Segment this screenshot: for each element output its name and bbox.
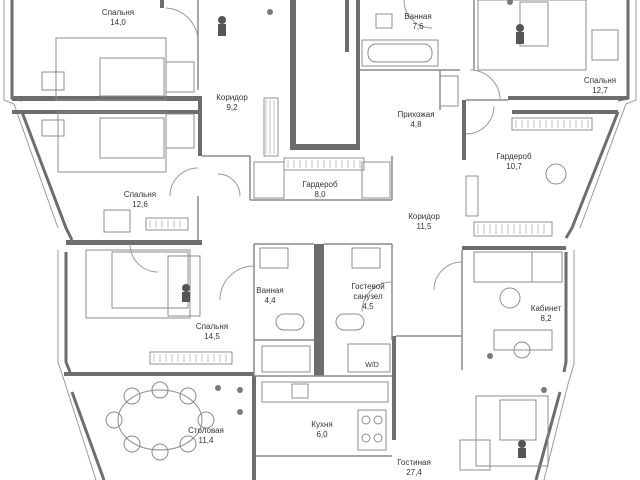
- room-label-bathroom-center: Ванная 4,4: [230, 286, 310, 306]
- wardrobe-center-units: [253, 161, 391, 199]
- room-label-wardrobe-center: Гардероб 8,0: [280, 180, 360, 200]
- room-label-corridor-left: Коридор 9,2: [192, 93, 272, 113]
- room-name: Гардероб: [302, 180, 338, 189]
- room-label-bathroom-top: Ванная 7,6: [378, 12, 458, 32]
- room-label-kitchen: Кухня 6,0: [282, 420, 362, 440]
- room-label-dining: Столовая 11,4: [166, 426, 246, 446]
- sofa-living: [459, 395, 549, 471]
- room-label-office: Кабинет 8,2: [506, 304, 586, 324]
- room-area: 14,5: [204, 332, 220, 341]
- room-area: 8,2: [540, 314, 552, 323]
- door-swings: [129, 0, 501, 313]
- room-label-living: Гостиная 27,4: [374, 458, 454, 478]
- guest-wc-fixtures: [335, 247, 391, 373]
- room-name: Кухня: [311, 420, 333, 429]
- room-label-guest-wc: Гостевой санузел 4,5: [338, 282, 398, 312]
- bed-mid-left: [41, 111, 195, 233]
- bed-top-left: [41, 37, 195, 101]
- room-name: Спальня: [101, 8, 135, 17]
- room-area: 14,0: [110, 18, 126, 27]
- room-area: 12,6: [132, 200, 148, 209]
- bed-top-right: [477, 0, 619, 71]
- room-name: Прихожая: [397, 110, 435, 119]
- room-label-hallway: Прихожая 4,8: [376, 110, 456, 130]
- bathtub-top: [361, 39, 439, 67]
- room-area: 4,4: [264, 296, 276, 305]
- wardrobe-right-chair: [545, 163, 567, 185]
- bed-lower-left: [85, 249, 201, 319]
- room-area: 27,4: [406, 468, 422, 477]
- office-furniture: [473, 251, 563, 359]
- room-name: Коридор: [216, 93, 248, 102]
- room-area: 4,8: [410, 120, 422, 129]
- room-label-corridor-center: Коридор 11,5: [384, 212, 464, 232]
- toilet-top: [375, 13, 393, 29]
- kitchen-fixtures: [261, 381, 389, 451]
- room-label-bedroom-lower-left: Спальня 14,5: [172, 322, 252, 342]
- bathroom-center-fixtures: [259, 247, 311, 373]
- room-name: Спальня: [583, 76, 617, 85]
- room-name: Спальня: [123, 190, 157, 199]
- dining-table: [105, 381, 215, 461]
- room-label-wardrobe-right: Гардероб 10,7: [474, 152, 554, 172]
- room-area: 9,2: [226, 103, 238, 112]
- window-lines: [3, 0, 637, 480]
- room-area: 10,7: [506, 162, 522, 171]
- room-name: Ванная: [404, 12, 432, 21]
- room-area: 12,7: [592, 86, 608, 95]
- room-name: Гардероб: [496, 152, 532, 161]
- room-name: Столовая: [188, 426, 224, 435]
- room-area: 7,6: [412, 22, 424, 31]
- room-name: Спальня: [195, 322, 229, 331]
- room-label-bedroom-top-right: Спальня 12,7: [560, 76, 640, 96]
- people: [182, 16, 526, 458]
- room-name: Гостиная: [397, 458, 431, 467]
- room-label-bedroom-mid-left: Спальня 12,6: [100, 190, 180, 210]
- wd-label: W/D: [365, 362, 379, 369]
- hatching: [149, 100, 589, 362]
- room-area: 11,5: [416, 222, 432, 231]
- furniture: [41, 0, 619, 471]
- room-area: 8,0: [314, 190, 326, 199]
- room-name: Кабинет: [530, 304, 562, 313]
- room-name: Коридор: [408, 212, 440, 221]
- room-name: Ванная: [256, 286, 284, 295]
- room-label-bedroom-top-left: Спальня 14,0: [78, 8, 158, 28]
- room-area: 11,4: [198, 436, 214, 445]
- room-area: 4,5: [362, 302, 374, 311]
- hallway-cabinet: [439, 75, 459, 107]
- plants: [215, 0, 547, 415]
- room-name: Гостевой санузел: [351, 282, 385, 301]
- room-area: 6,0: [316, 430, 328, 439]
